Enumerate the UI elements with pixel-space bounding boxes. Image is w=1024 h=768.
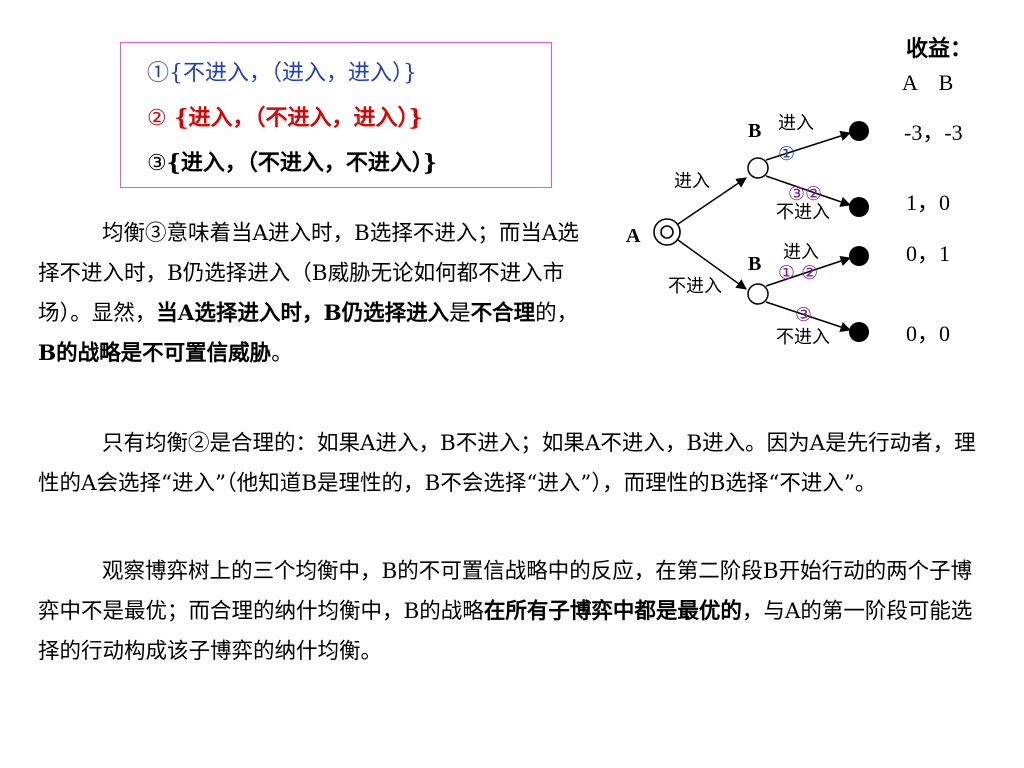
node-b-bottom — [747, 283, 769, 305]
label-b2-enter: 进入 — [783, 242, 819, 263]
equilibrium-3: ③{进入，（不进入，不进入）} — [147, 145, 437, 177]
paragraph-3-b: 在所有子博弈中都是最优的 — [483, 599, 742, 624]
equilibrium-2: ② {进入，（不进入，进入）} — [147, 100, 423, 132]
terminal-node-3 — [849, 246, 869, 266]
equilibrium-1-text: {不进入，（进入，进入）} — [169, 61, 418, 86]
mark-b2-not-enter: ③ — [795, 304, 812, 326]
paragraph-1-e: 的， — [535, 301, 579, 326]
terminal-node-2 — [849, 197, 869, 217]
root-label: A — [626, 225, 641, 247]
paragraph-1-f: B的战略是不可置信威胁 — [38, 341, 272, 366]
label-b1-enter: 进入 — [778, 113, 814, 134]
label-a-enter: 进入 — [674, 171, 710, 192]
paragraph-1-b: 当A选择进入时，B仍选择进入 — [156, 301, 450, 326]
mark-b1-enter: ① — [778, 143, 795, 165]
equilibrium-3-text: {进入，（不进入，不进入）} — [166, 150, 438, 176]
branch-b1-not-enter — [765, 175, 851, 207]
paragraph-2: 只有均衡②是合理的：如果A进入，B不进入；如果A不进入，B进入。因为A是先行动者… — [38, 424, 978, 504]
paragraph-1-g: 。 — [271, 341, 293, 366]
equilibrium-1-mark: ① — [147, 61, 170, 86]
paragraph-3-a: 观察博弈树上的三个均衡中，B的不可置信战略中的反应，在第二阶段B开始行动的两个子… — [38, 559, 973, 624]
equilibrium-2-text: {进入，（不进入，进入）} — [166, 105, 423, 131]
paragraph-1-d: 不合理 — [470, 301, 536, 326]
paragraph-3-c: ，与A的第一阶段可能选择的行动构成该子博弈的纳什均衡。 — [38, 599, 973, 664]
payoff-4: 0，0 — [906, 321, 950, 346]
mark-b2-enter: ① ② — [778, 262, 818, 284]
branch-a-enter — [677, 177, 747, 225]
branch-b2-not-enter — [765, 301, 851, 332]
node-b-top-label: B — [748, 120, 761, 142]
payoff-title: 收益： — [906, 36, 972, 62]
equilibrium-2-mark: ② — [147, 106, 167, 131]
root-node-inner — [660, 225, 674, 239]
label-b1-not-enter: 不进入 — [776, 202, 830, 223]
label-a-not-enter: 不进入 — [668, 276, 722, 297]
paragraph-2-text: 只有均衡②是合理的：如果A进入，B不进入；如果A不进入，B进入。因为A是先行动者… — [38, 431, 976, 496]
payoff-3: 0，1 — [906, 241, 950, 266]
node-b-top — [747, 157, 769, 179]
branch-a-not-enter — [677, 239, 747, 290]
payoff-columns: A B — [902, 70, 953, 95]
paragraph-3: 观察博弈树上的三个均衡中，B的不可置信战略中的反应，在第二阶段B开始行动的两个子… — [38, 552, 978, 672]
payoff-1: -3，-3 — [904, 120, 963, 145]
payoff-2: 1，0 — [906, 190, 950, 215]
terminal-node-1 — [849, 121, 869, 141]
terminal-node-4 — [849, 322, 869, 342]
branch-b1-enter — [765, 130, 851, 161]
label-b2-not-enter: 不进入 — [776, 327, 830, 348]
equilibrium-1: ①{不进入，（进入，进入）} — [147, 55, 417, 87]
equilibria-box: ①{不进入，（进入，进入）} ② {进入，（不进入，进入）} ③{进入，（不进入… — [120, 42, 552, 188]
branch-b2-enter — [765, 256, 851, 287]
paragraph-1-c: 是 — [449, 301, 471, 326]
equilibrium-3-mark: ③ — [147, 151, 167, 176]
mark-b1-not-enter: ③② — [788, 183, 822, 205]
root-node-outer — [653, 218, 681, 246]
node-b-bottom-label: B — [748, 253, 761, 275]
paragraph-1: 均衡③意味着当A进入时，B选择不进入；而当A选择不进入时，B仍选择进入（B威胁无… — [38, 214, 593, 374]
paragraph-1-a: 均衡③意味着当A进入时，B选择不进入；而当A选择不进入时，B仍选择进入（B威胁无… — [38, 221, 579, 326]
